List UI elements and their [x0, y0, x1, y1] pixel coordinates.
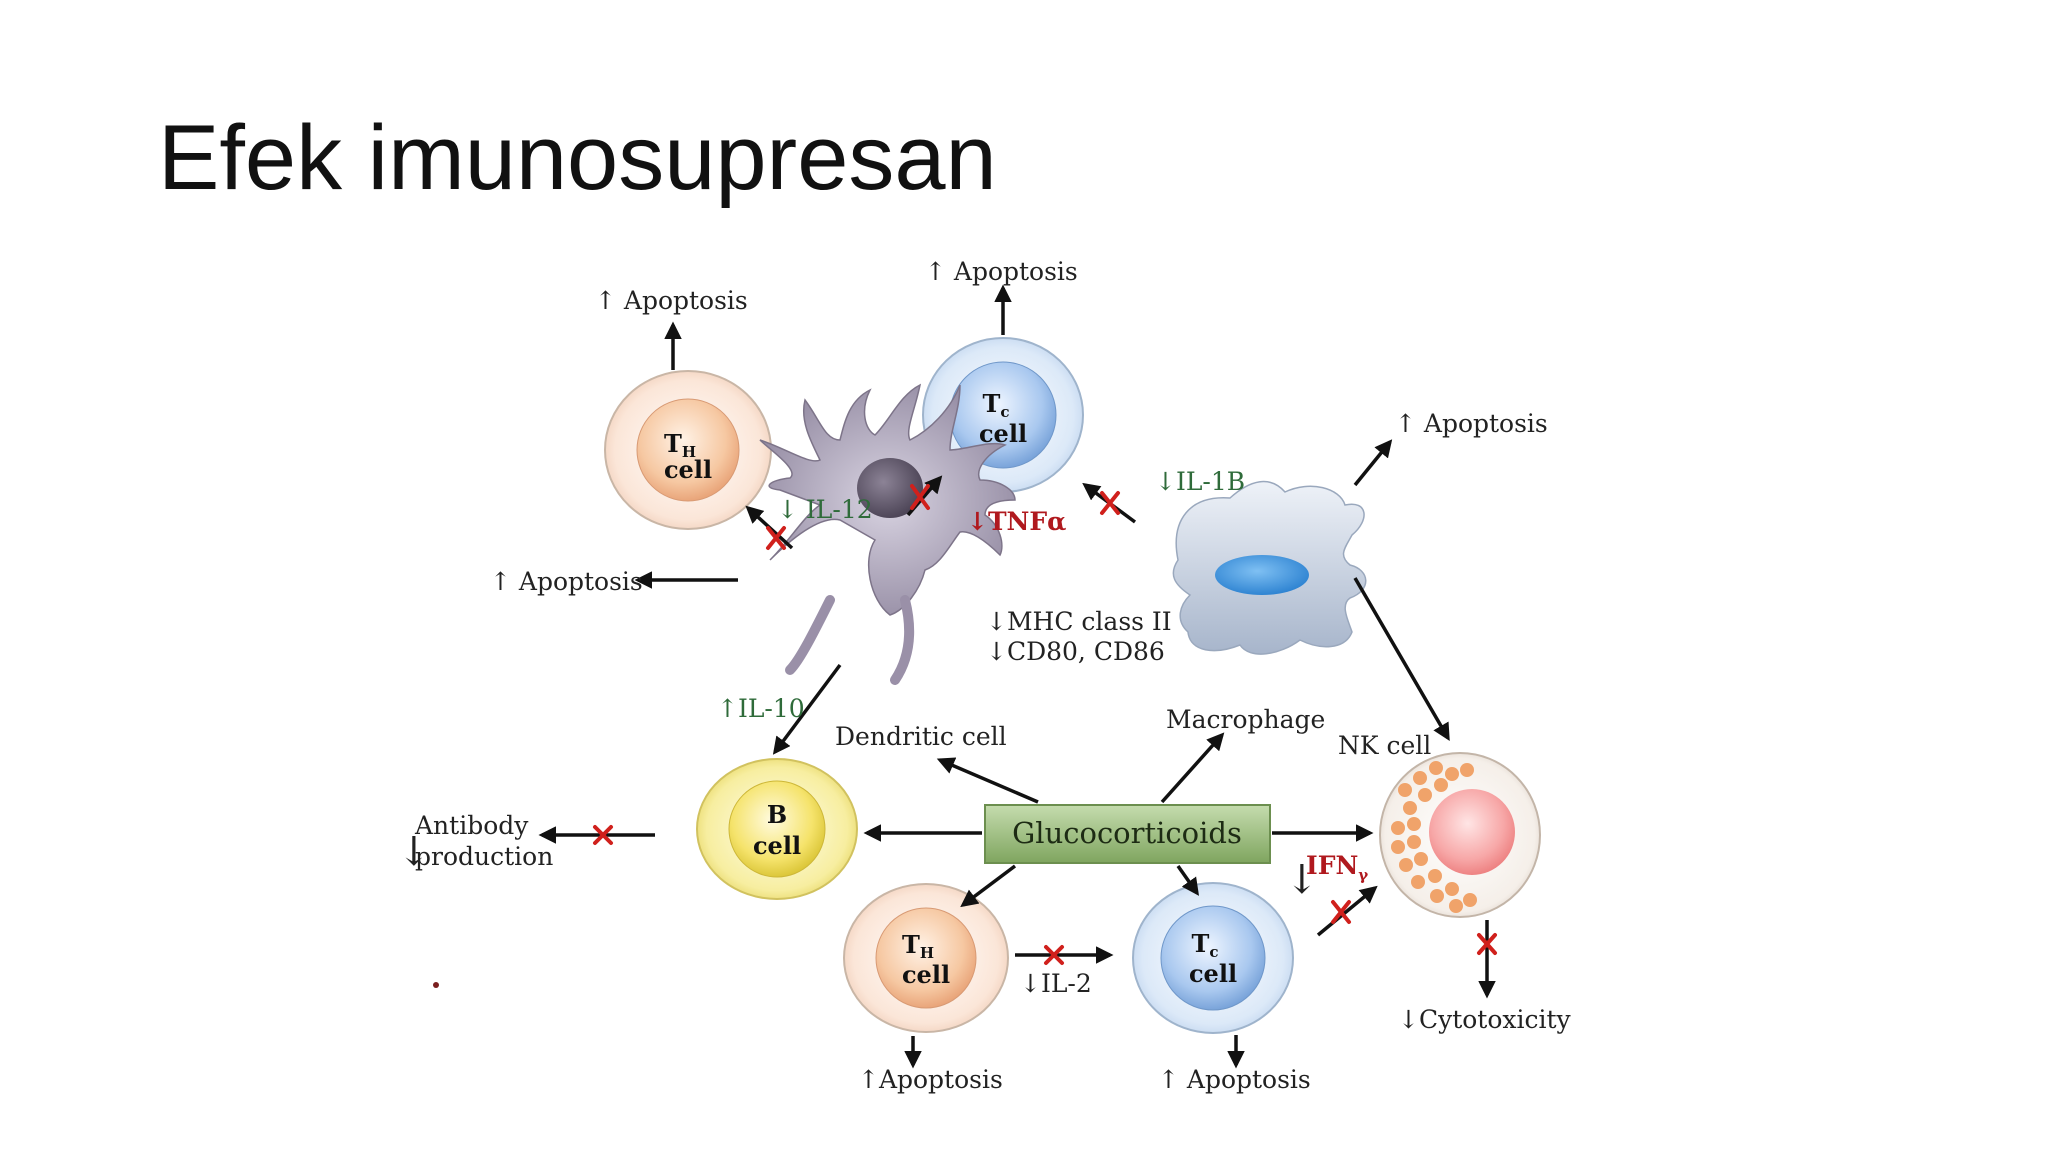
label-il10: ↑IL-10: [717, 694, 805, 723]
nk-granules: [1391, 761, 1477, 913]
label-cytotoxicity: ↓Cytotoxicity: [1398, 1005, 1572, 1034]
macrophage-cell: [1172, 480, 1367, 655]
glucocorticoids-label: Glucocorticoids: [1012, 816, 1242, 850]
x-mark-il2: [1044, 945, 1064, 965]
arrow-gluco-to-th-bottom: [960, 864, 1017, 908]
th-top-cell-text: cell: [664, 455, 712, 484]
arrow-gluco-to-tc-bottom: [1176, 864, 1200, 896]
ifn-down-arrow: ↓: [1285, 857, 1319, 903]
b-label: B: [767, 800, 787, 829]
tc-bottom-cell-text: cell: [1189, 959, 1237, 988]
label-apoptosis-tc-top: ↑ Apoptosis: [925, 257, 1078, 286]
glucocorticoids-box: Glucocorticoids: [984, 804, 1271, 864]
x-mark-ifn: [1331, 900, 1351, 924]
label-production: production: [415, 842, 553, 871]
label-mhc: ↓MHC class II: [986, 607, 1172, 636]
inhibition-marks: [593, 484, 1497, 965]
stray-dot: [433, 982, 439, 988]
tc-top-cell-text: cell: [979, 419, 1027, 448]
tc-top-label: Tc: [983, 389, 1010, 421]
label-il2: ↓IL-2: [1020, 969, 1092, 998]
th-top-label: TH: [664, 429, 696, 461]
x-mark-cytotoxicity: [1477, 933, 1497, 955]
label-apoptosis-tc-bottom: ↑ Apoptosis: [1158, 1065, 1311, 1094]
arrow-tc-to-nk: [1316, 885, 1378, 937]
th-cell-bottom: TH cell: [843, 883, 1009, 1033]
th-bottom-label: TH: [902, 930, 934, 962]
label-il1b: ↓IL-1B: [1155, 467, 1245, 496]
arrow-gluco-to-dc: [936, 757, 1039, 804]
arrow-macrophage-apoptosis: [1353, 439, 1393, 487]
x-mark-mac-tc: [1100, 491, 1120, 515]
tc-bottom-label: Tc: [1192, 929, 1219, 961]
x-mark-dc-tc: [910, 484, 930, 510]
label-nk-cell: NK cell: [1338, 731, 1431, 760]
label-apoptosis-macrophage: ↑ Apoptosis: [1395, 409, 1548, 438]
th-bottom-cell-text: cell: [902, 960, 950, 989]
label-tnfa: ↓TNFα: [967, 507, 1066, 536]
nk-cell: [1379, 752, 1541, 918]
b-cell: B cell: [696, 758, 858, 900]
label-apoptosis-th-bottom: ↑Apoptosis: [858, 1065, 1003, 1094]
b-cell-text: cell: [753, 831, 801, 860]
label-il12: ↓ IL-12: [777, 495, 873, 524]
x-mark-dc-th: [766, 526, 786, 550]
label-apoptosis-th-top: ↑ Apoptosis: [595, 286, 748, 315]
antibody-down-arrow: ↓: [397, 829, 431, 875]
tc-cell-bottom: Tc cell: [1132, 882, 1294, 1034]
th-cell-top: TH cell: [604, 370, 772, 530]
dendritic-cell: [759, 383, 1016, 685]
label-antibody: Antibody: [414, 811, 529, 840]
arrows: [538, 284, 1496, 1069]
x-mark-antibody: [593, 825, 613, 845]
label-cd: ↓CD80, CD86: [986, 637, 1165, 666]
arrow-dc-to-b: [772, 663, 842, 755]
label-ifn: IFNγ: [1306, 851, 1368, 884]
label-dendritic-cell: Dendritic cell: [835, 722, 1007, 751]
arrow-mac-to-nk: [1353, 577, 1450, 742]
arrow-gluco-to-mac: [1160, 732, 1225, 804]
slide-title: Efek imunosupresan: [158, 107, 997, 209]
label-apoptosis-dendritic: ↑ Apoptosis: [490, 567, 643, 596]
label-macrophage: Macrophage: [1166, 705, 1325, 734]
